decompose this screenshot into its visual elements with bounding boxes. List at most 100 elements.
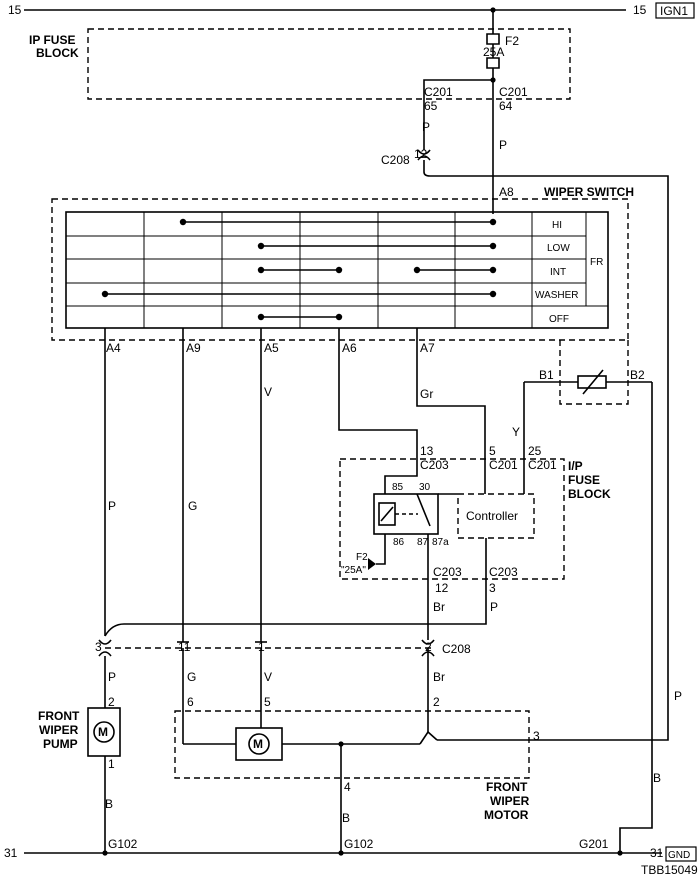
ip-fuse-block-2-title-3: BLOCK bbox=[568, 487, 611, 501]
wire-color-y: Y bbox=[512, 425, 520, 439]
wire-b-right bbox=[619, 382, 653, 853]
wire-color-p3: P bbox=[490, 600, 498, 614]
wiper-switch-title: WIPER SWITCH bbox=[544, 185, 634, 199]
c203-bottom-right-label: C203 bbox=[489, 565, 518, 579]
pump-motor-icon bbox=[93, 721, 115, 743]
relay-pin-87a: 87a bbox=[432, 537, 449, 548]
variable-resistor-arrow-icon bbox=[582, 369, 604, 395]
switch-pin-a8: A8 bbox=[499, 185, 514, 199]
pin-12: 12 bbox=[435, 581, 449, 595]
wire-a6 bbox=[338, 328, 418, 448]
c203-top-label: C203 bbox=[420, 458, 449, 472]
c208-lower-pin-3: 3 bbox=[95, 640, 102, 654]
ign1-box bbox=[655, 2, 695, 19]
wire-color-p-right-bus: P bbox=[674, 689, 682, 703]
motor-title-2: WIPER bbox=[490, 794, 530, 808]
lower-color-b-mid: B bbox=[342, 811, 350, 825]
pin-25: 25 bbox=[528, 444, 542, 458]
c208-lower-pin-1: 1 bbox=[258, 640, 265, 654]
wiper-switch-outline bbox=[51, 198, 629, 341]
lower-color-g: G bbox=[187, 670, 196, 684]
c208-upper-connector-icon bbox=[417, 149, 431, 155]
c201-left-label: C201 bbox=[424, 85, 453, 99]
switch-mode-int: INT bbox=[550, 267, 566, 278]
lower-color-v: V bbox=[264, 670, 272, 684]
g102-mid-label: G102 bbox=[344, 837, 374, 851]
wire-p-controller bbox=[104, 538, 487, 637]
wire-a7 bbox=[416, 328, 486, 494]
switch-pin-b2: B2 bbox=[630, 368, 645, 382]
c201-pin-64: 64 bbox=[499, 99, 513, 113]
ip-fuse-block-title-1: IP FUSE bbox=[29, 33, 75, 47]
wiper-motor-symbol: M bbox=[253, 737, 263, 751]
relay-pin-85: 85 bbox=[392, 482, 404, 493]
lower-color-b-left: B bbox=[105, 797, 113, 811]
g102-mid-dot bbox=[338, 850, 344, 856]
relay-switch-blade-icon bbox=[416, 493, 431, 527]
fuse-split-wire bbox=[423, 79, 493, 90]
switch-extension-outline bbox=[559, 340, 629, 405]
g201-label: G201 bbox=[579, 837, 609, 851]
motor-pin-4: 4 bbox=[344, 780, 351, 794]
lower-color-br: Br bbox=[433, 670, 445, 684]
pin-3: 3 bbox=[489, 581, 496, 595]
wiper-motor-circle-icon bbox=[248, 733, 270, 755]
pump-title-1: FRONT bbox=[38, 709, 80, 723]
pump-pin-1: 1 bbox=[108, 757, 115, 771]
motor-pin-3: 3 bbox=[533, 729, 540, 743]
pump-motor-symbol: M bbox=[98, 725, 108, 739]
pump-pin-2: 2 bbox=[108, 695, 115, 709]
switch-pin-a9: A9 bbox=[186, 341, 201, 355]
gnd-label: GND bbox=[668, 850, 690, 861]
gnd-box bbox=[665, 846, 697, 862]
relay-fuse-f2: F2 bbox=[356, 552, 368, 563]
wire-p-right-bus bbox=[423, 160, 669, 741]
wire-color-br: Br bbox=[433, 600, 445, 614]
motor-title-3: MOTOR bbox=[484, 808, 529, 822]
switch-pin-a5: A5 bbox=[264, 341, 279, 355]
g201-dot bbox=[617, 850, 623, 856]
fuse-feed-arrow-icon bbox=[368, 558, 376, 570]
wire-color-p-left: P bbox=[422, 120, 430, 134]
wire-color-a7: Gr bbox=[420, 387, 433, 401]
park-switch-icon bbox=[419, 730, 438, 745]
wire-color-a4: P bbox=[108, 499, 116, 513]
g102-left-dot bbox=[102, 850, 108, 856]
ip-fuse-block-2-title-2: FUSE bbox=[568, 473, 600, 487]
relay-coil-diagonal-icon bbox=[380, 506, 394, 522]
c208-lower-pin-11: 11 bbox=[178, 640, 191, 654]
c208-upper-label: C208 bbox=[381, 153, 410, 167]
relay-85-wire bbox=[384, 448, 418, 494]
motor-pin-2: 2 bbox=[433, 695, 440, 709]
wire-color-b-right: B bbox=[653, 771, 661, 785]
switch-fr-label: FR bbox=[590, 257, 603, 268]
c201-b-label: C201 bbox=[528, 458, 557, 472]
c201-a-label: C201 bbox=[489, 458, 518, 472]
pin-5: 5 bbox=[489, 444, 496, 458]
c201-pin-65: 65 bbox=[424, 99, 438, 113]
fuse-f2-rating: 25A bbox=[483, 45, 504, 59]
pin-13: 13 bbox=[420, 444, 434, 458]
c201-right-label: C201 bbox=[499, 85, 528, 99]
wire-color-a5: V bbox=[264, 385, 272, 399]
relay-fuse-25a: "25A" bbox=[341, 565, 366, 576]
rail-31-right-label: 31 bbox=[650, 846, 664, 860]
c203-bottom-left-label: C203 bbox=[433, 565, 462, 579]
relay-icon bbox=[373, 493, 439, 535]
figure-code: TBB15049 bbox=[641, 863, 698, 877]
motor-pin-6: 6 bbox=[187, 695, 194, 709]
rail-15-right-label: 15 bbox=[633, 3, 647, 17]
pump-title-2: WIPER bbox=[39, 723, 79, 737]
fuse-f2-label: F2 bbox=[505, 34, 519, 48]
c208-upper-connector-icon-2 bbox=[417, 155, 431, 161]
ip-fuse-block-2-title-1: I/P bbox=[568, 459, 583, 473]
ip-fuse-block-title-2: BLOCK bbox=[36, 46, 79, 60]
lower-color-p: P bbox=[108, 670, 116, 684]
wire-color-a9: G bbox=[188, 499, 197, 513]
c208-lower-pin-2: 2 bbox=[425, 640, 432, 654]
controller-label: Controller bbox=[466, 509, 518, 523]
relay-86-wire bbox=[376, 534, 386, 565]
motor-pin-5: 5 bbox=[264, 695, 271, 709]
